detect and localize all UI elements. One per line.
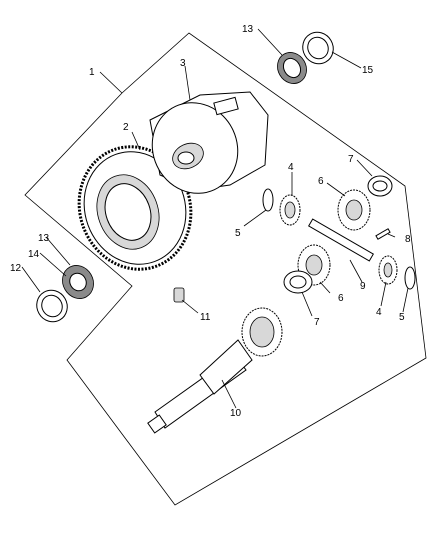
callout-15: 15 xyxy=(362,65,374,76)
callout-6-upper: 6 xyxy=(318,176,324,187)
washer-7-upper xyxy=(367,175,393,197)
upper-bearing-and-cup xyxy=(277,31,334,84)
callout-10: 10 xyxy=(230,408,242,419)
callout-8: 8 xyxy=(405,234,411,245)
left-bearing-and-cup xyxy=(36,265,94,323)
pinion-shaft-9 xyxy=(308,218,374,262)
pinion-gear-6-upper xyxy=(337,189,371,231)
side-gear-lower xyxy=(378,255,398,285)
callout-14: 14 xyxy=(28,249,40,260)
ring-gear xyxy=(77,145,193,271)
callout-12: 12 xyxy=(10,263,22,274)
callout-11: 11 xyxy=(200,312,211,323)
callout-3: 3 xyxy=(180,58,186,69)
callout-2: 2 xyxy=(123,122,129,133)
fitting-11 xyxy=(173,287,185,303)
washer-7-lower xyxy=(283,270,313,294)
callout-5-upper: 5 xyxy=(235,228,241,239)
callout-7-lower: 7 xyxy=(314,317,320,328)
thrust-washer-5-upper xyxy=(262,188,274,212)
callout-6-lower: 6 xyxy=(338,293,344,304)
pin-8 xyxy=(375,228,391,240)
callout-5-lower: 5 xyxy=(399,312,405,323)
callout-9: 9 xyxy=(360,281,366,292)
side-gear-upper xyxy=(279,194,301,226)
assembly-boundary xyxy=(24,32,427,506)
callout-13-top: 13 xyxy=(242,24,254,35)
callout-4-lower: 4 xyxy=(376,307,382,318)
differential-case xyxy=(149,91,269,194)
callout-1: 1 xyxy=(89,67,95,78)
thrust-washer-5-lower xyxy=(404,266,416,290)
pinion-shaft-10 xyxy=(147,307,283,434)
callout-4-upper: 4 xyxy=(288,162,294,173)
callout-7-upper: 7 xyxy=(348,154,354,165)
callout-13-left: 13 xyxy=(38,233,50,244)
